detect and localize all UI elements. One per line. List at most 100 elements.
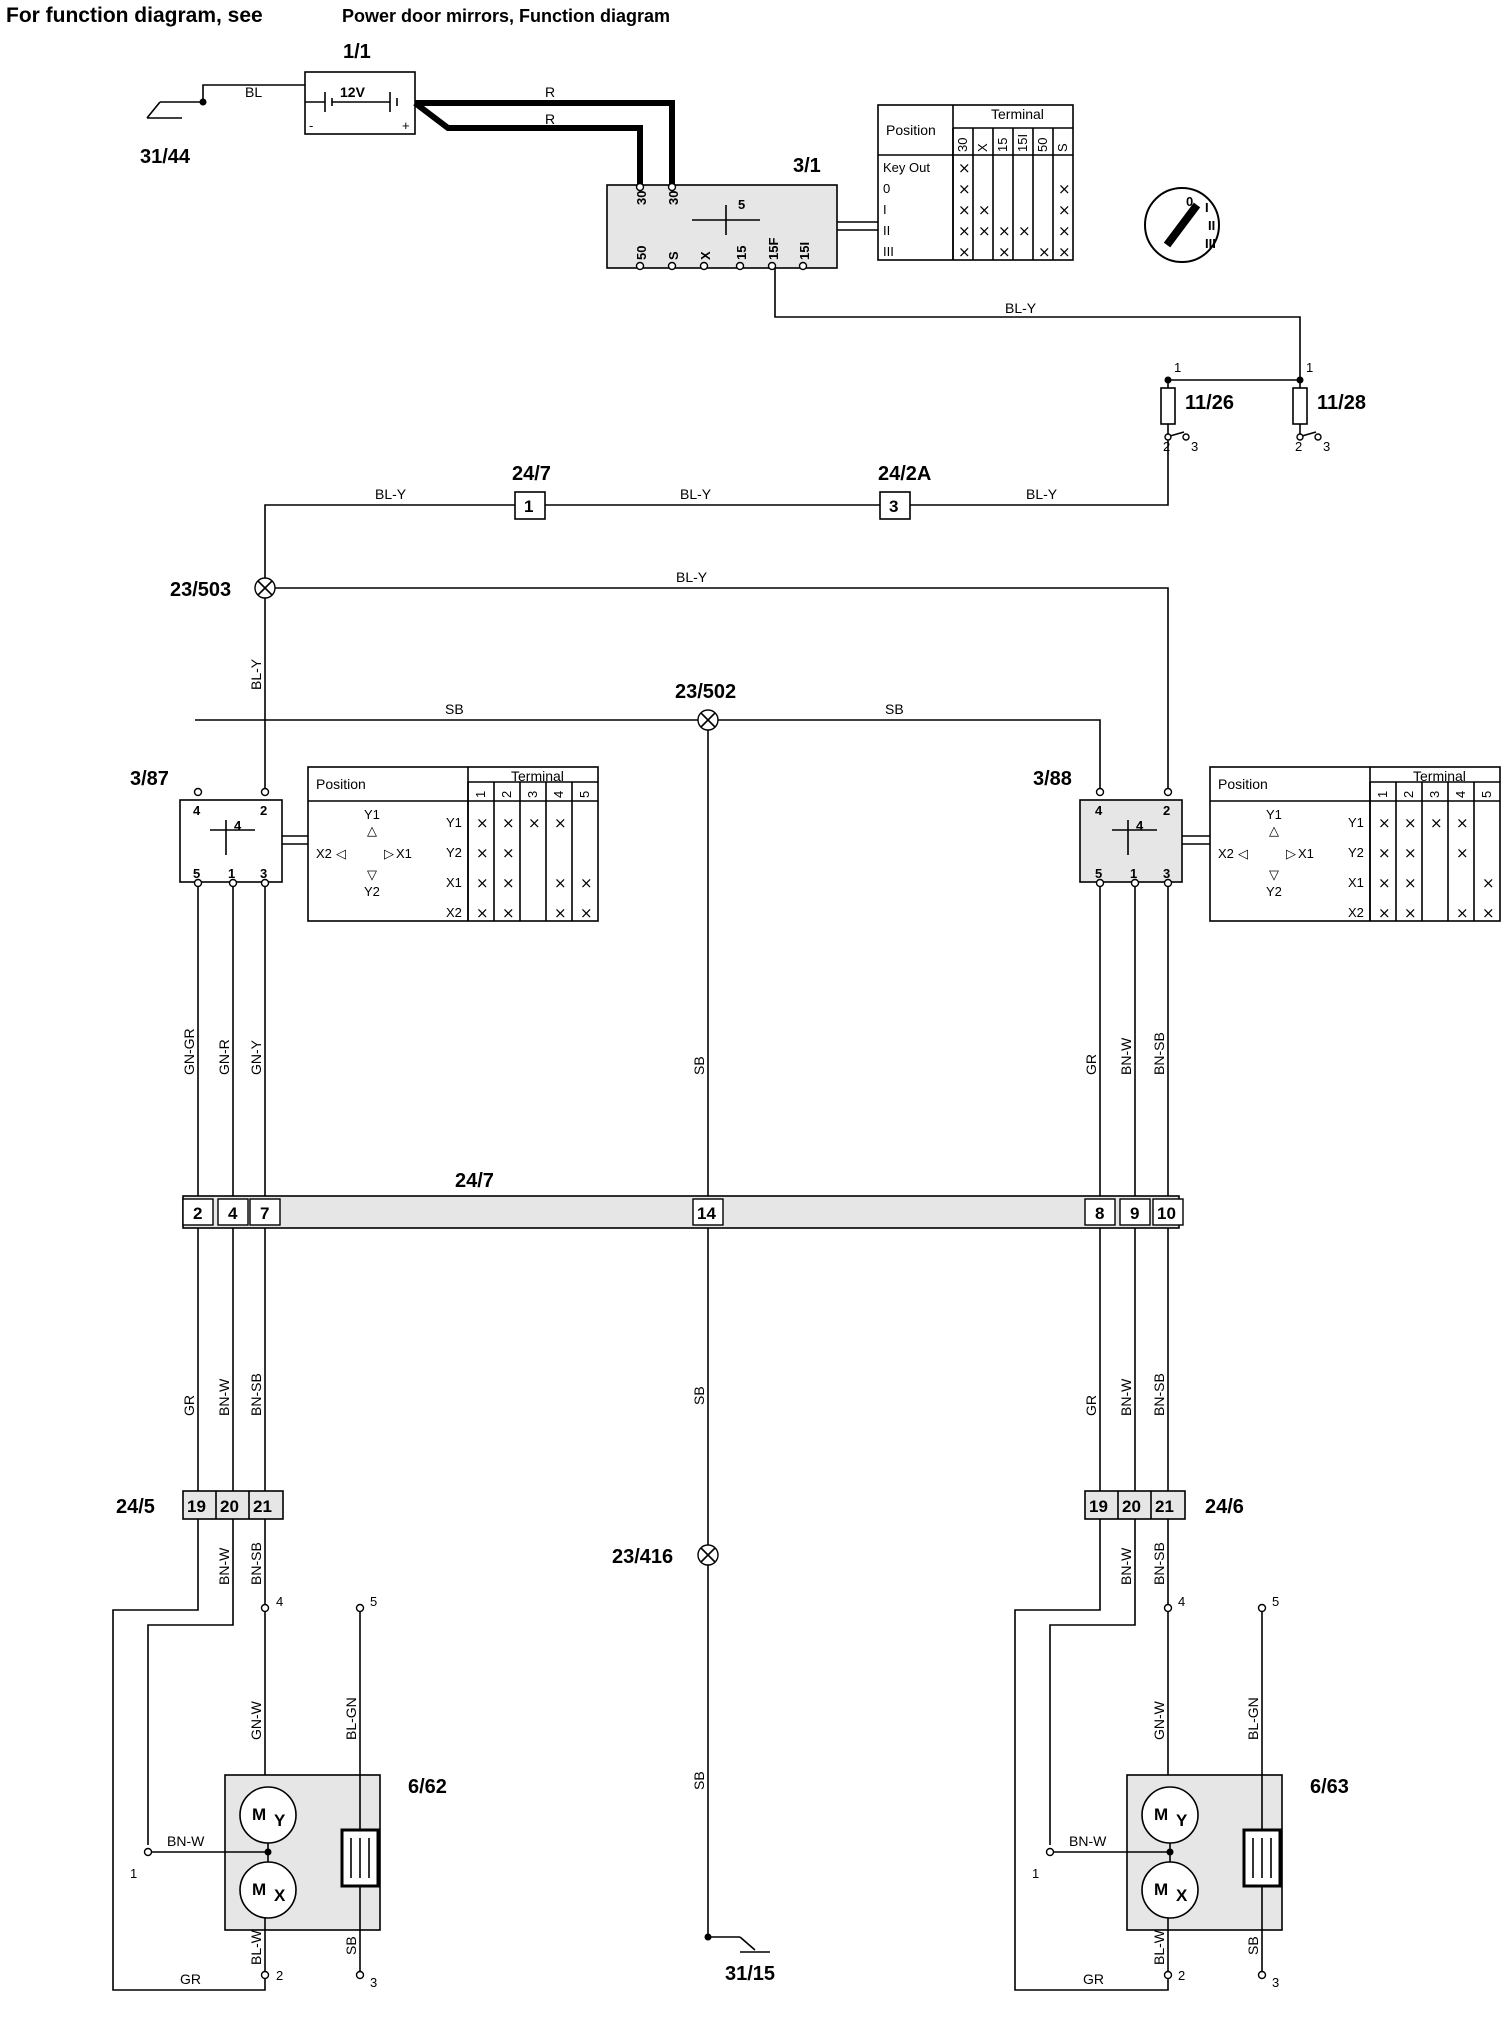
- switch-left-table-position-header: Position: [316, 776, 366, 792]
- switch-right-table-arrow-right: ▷: [1286, 846, 1296, 861]
- mirror-left-axis-y: Y: [274, 1811, 286, 1830]
- switch-right-table-mark: ×: [1404, 844, 1417, 862]
- switch-left-table-frame: [307, 766, 599, 922]
- wire-label-r2: R: [545, 111, 555, 127]
- wire-label-bly-v: BL-Y: [248, 658, 264, 690]
- ign-table-row-label: I: [883, 202, 887, 217]
- wire-label-r-bnsb2: BN-SB: [1151, 1373, 1167, 1416]
- ign-table-mark: ×: [978, 201, 991, 219]
- switch-right-table-mark: ×: [1482, 904, 1495, 922]
- battery-minus: -: [309, 118, 313, 133]
- bus-pin-label: 4: [228, 1204, 238, 1223]
- mirror-right-pin3: 3: [1272, 1975, 1279, 1990]
- switch-left-pin3: 3: [260, 866, 267, 881]
- mirror-right-663: 6/63 4 GN-W 5 BL-GN M Y M X 1 BN-W 3 SB …: [1032, 1594, 1349, 1990]
- connector-247-single: [514, 491, 546, 520]
- splice-23502: [697, 709, 719, 731]
- wire-label-sb-v2: SB: [691, 1386, 707, 1405]
- switch-right-table-row-label: Y2: [1348, 845, 1364, 860]
- mirror-left-axis-x: X: [274, 1886, 286, 1905]
- wire-bly-top: [774, 268, 1301, 378]
- switch-right-table-mark: ×: [1482, 874, 1495, 892]
- switch-right-table-mark: ×: [1378, 814, 1391, 832]
- switch-left-pin1: 1: [228, 866, 235, 881]
- switch-left-table-col-label: 4: [551, 791, 566, 798]
- switch-left-table-mark: ×: [476, 814, 489, 832]
- switch-right-pin5: 5: [1095, 866, 1102, 881]
- wire-label-r-bnw: BN-W: [1118, 1037, 1134, 1075]
- switch-left-table-row-label: X1: [446, 875, 462, 890]
- mirror-left-pin5: 5: [370, 1594, 377, 1609]
- switch-left-table-arrow-up: △: [367, 823, 377, 838]
- key-pos-2: II: [1208, 218, 1215, 233]
- switch-right-table-mark: ×: [1430, 814, 1443, 832]
- ign-table-mark: ×: [1058, 201, 1071, 219]
- wire-label-r-bnw3: BN-W: [1118, 1547, 1134, 1585]
- wire-label-r-bnw2: BN-W: [1118, 1378, 1134, 1416]
- bus-connector-id: 24/7: [455, 1170, 494, 1192]
- bus-pin-cell: [692, 1198, 724, 1226]
- switch-left-table-sym-y1: Y1: [364, 807, 380, 822]
- wire-bly-a: [264, 504, 515, 588]
- wire-r-1: [415, 100, 675, 185]
- connector-245-pin21: 21: [253, 1497, 272, 1516]
- switch-left-table-col-label: 2: [499, 791, 514, 798]
- switch-right-table-mark: ×: [1378, 874, 1391, 892]
- bus-pin-cell: [217, 1198, 249, 1226]
- ign-table-col-label: 30: [955, 138, 970, 152]
- wire-label-bly-d: BL-Y: [676, 569, 708, 585]
- ign-inner: 5: [738, 197, 745, 212]
- mirror-right-axis-x: X: [1176, 1886, 1188, 1905]
- wire-label-l-gnw: GN-W: [248, 1700, 264, 1740]
- ign-table-position-header: Position: [886, 122, 936, 138]
- switch-right-table-row-label: X1: [1348, 875, 1364, 890]
- ign-table-row-label: Key Out: [883, 160, 930, 175]
- bus-pin-cell: [1119, 1198, 1151, 1226]
- battery: 12V - + 1/1: [304, 41, 416, 135]
- switch-right-table-col-label: 2: [1401, 791, 1416, 798]
- wire-label-bly-a: BL-Y: [375, 486, 407, 502]
- connector-242a-pin: 3: [889, 497, 898, 516]
- wire-label-l-blgn: BL-GN: [343, 1697, 359, 1740]
- wire-label-sb-v3: SB: [691, 1771, 707, 1790]
- splice-23416-id: 23/416: [612, 1546, 673, 1568]
- ign-table-mark: ×: [998, 243, 1011, 261]
- ignition-switch-id: 3/1: [793, 155, 821, 177]
- switch-right-pin2: 2: [1163, 803, 1170, 818]
- wire-r-2: [413, 100, 643, 185]
- connector-246-pin19: 19: [1089, 1497, 1108, 1516]
- switch-left-table-arrow-right: ▷: [384, 846, 394, 861]
- ign-table-mark: ×: [958, 222, 971, 240]
- ign-table-mark: ×: [958, 201, 971, 219]
- key-pos-1: I: [1205, 200, 1209, 215]
- switch-right-table-mark: ×: [1404, 904, 1417, 922]
- connector-242a-id: 24/2A: [878, 463, 931, 485]
- splice-23503-id: 23/503: [170, 579, 231, 601]
- mirror-right-pin2: 2: [1178, 1968, 1185, 1983]
- ign-bottom-label: 50: [634, 246, 649, 260]
- wire-bly-c: [910, 440, 1169, 506]
- switch-right-table-arrow-up: △: [1269, 823, 1279, 838]
- switch-left-table-mark: ×: [554, 904, 567, 922]
- key-pos-3: III: [1205, 236, 1216, 251]
- switch-right-inner: 4: [1136, 818, 1144, 833]
- switch-left-pin2: 2: [260, 803, 267, 818]
- switch-right-table-row-label: X2: [1348, 905, 1364, 920]
- switch-left-table-row-label: Y1: [446, 815, 462, 830]
- mirror-switch-left: 3/87 4 2 5 1 3 4: [130, 768, 308, 888]
- wire-r-bnw-loop: [1049, 1519, 1136, 1845]
- ign-table-mark: ×: [1018, 222, 1031, 240]
- ign-table-mark: ×: [1058, 243, 1071, 261]
- wire-label-r1: R: [545, 84, 555, 100]
- fuse-1126-pin3: 3: [1191, 439, 1198, 454]
- switch-left-table-sym-x2: X2: [316, 846, 332, 861]
- connector-246-pin21: 21: [1155, 1497, 1174, 1516]
- ign-table-col-label: X: [975, 143, 990, 152]
- ign-table-title: Terminal: [991, 106, 1044, 122]
- switch-left-table-row-label: X2: [446, 905, 462, 920]
- switch-left-inner: 4: [234, 818, 242, 833]
- wire-label-r-bnsb3: BN-SB: [1151, 1542, 1167, 1585]
- ign-table-col-label: 50: [1035, 138, 1050, 152]
